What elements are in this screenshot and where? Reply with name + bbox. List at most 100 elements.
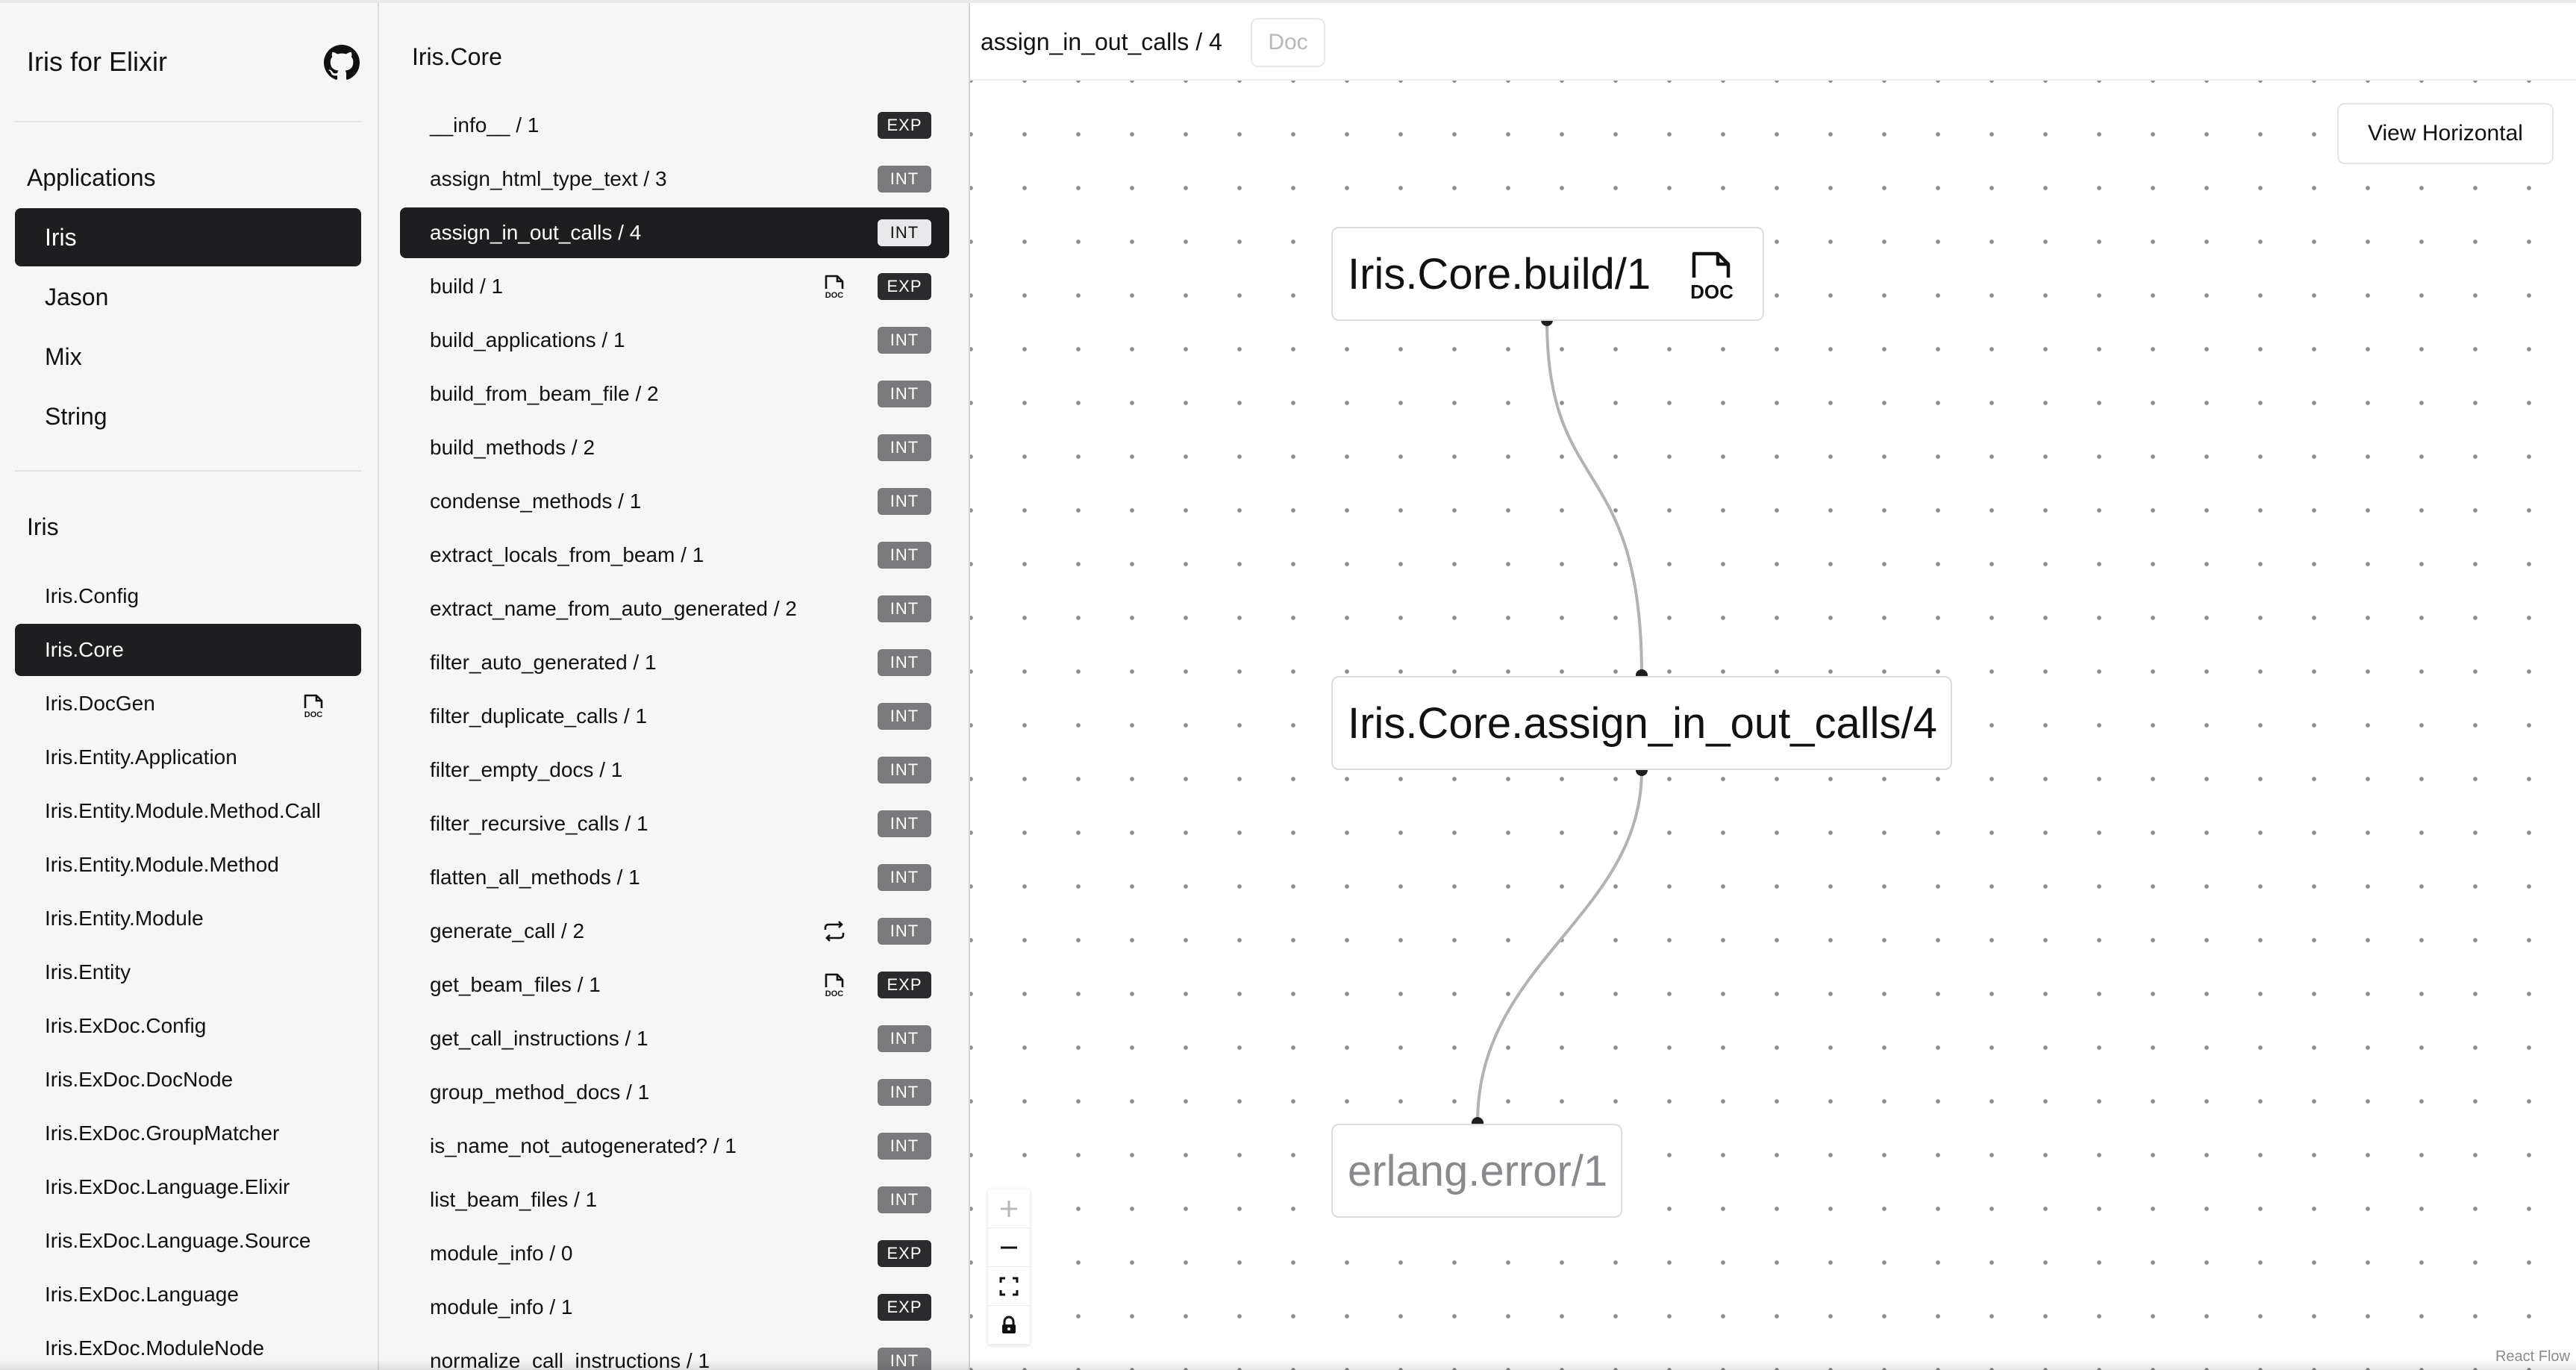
function-item-label: flatten_all_methods / 1 (430, 866, 640, 889)
lock-button[interactable] (988, 1306, 1030, 1345)
module-item[interactable]: Iris.Core (15, 624, 361, 676)
function-item-label: module_info / 0 (430, 1242, 573, 1265)
function-item-label: list_beam_files / 1 (430, 1188, 598, 1211)
node-label: Iris.Core.build/1 (1348, 249, 1651, 298)
node-callee[interactable]: erlang.error/1 (1331, 1124, 1622, 1218)
modules-heading: Iris (27, 513, 59, 540)
function-item[interactable]: module_info / 0 EXP (400, 1228, 949, 1279)
function-item[interactable]: build_methods / 2 INT (400, 422, 949, 473)
function-item-label: assign_html_type_text / 3 (430, 167, 667, 190)
zoom-in-button[interactable] (988, 1189, 1030, 1228)
doc-icon: DOC (825, 275, 844, 300)
internal-badge: INT (878, 434, 931, 461)
internal-badge: INT (878, 1186, 931, 1213)
module-item-label: Iris.Entity (45, 960, 131, 983)
application-item-label: Mix (45, 342, 82, 370)
application-item-string[interactable]: String (15, 387, 361, 445)
application-item-label: Jason (45, 283, 109, 310)
view-horizontal-button[interactable]: View Horizontal (2337, 103, 2554, 164)
svg-text:DOC: DOC (304, 710, 323, 719)
internal-badge: INT (878, 327, 931, 354)
exported-badge: EXP (878, 112, 931, 139)
node-label: Iris.Core.assign_in_out_calls/4 (1348, 698, 1937, 748)
function-item-label: build_methods / 2 (430, 436, 595, 459)
exported-badge: EXP (878, 1240, 931, 1267)
function-item-label: normalize_call_instructions / 1 (430, 1349, 710, 1370)
node-label: erlang.error/1 (1348, 1146, 1608, 1195)
edge-caller-to-current (1545, 319, 1643, 676)
module-item[interactable]: Iris.Entity.Module (15, 892, 361, 945)
internal-badge: INT (878, 649, 931, 676)
window-top-border (0, 0, 2576, 3)
module-item-label: Iris.Config (45, 584, 140, 607)
node-current[interactable]: Iris.Core.assign_in_out_calls/4 (1331, 676, 1952, 770)
node-caller[interactable]: Iris.Core.build/1 DOC (1331, 227, 1764, 321)
application-item-label: Iris (45, 223, 77, 251)
graph-header: assign_in_out_calls / 4 Doc (970, 3, 2576, 81)
sidebar-divider (15, 470, 361, 472)
module-item[interactable]: Iris.ExDoc.DocNode (15, 1054, 361, 1106)
doc-button[interactable]: Doc (1251, 18, 1325, 67)
module-item[interactable]: Iris.Config (15, 570, 361, 622)
module-item[interactable]: Iris.ExDoc.Language (15, 1269, 361, 1321)
bottom-shadow (0, 1360, 2576, 1370)
function-item[interactable]: list_beam_files / 1 INT (400, 1174, 949, 1225)
zoom-out-button[interactable] (988, 1228, 1030, 1267)
function-item-label: build_from_beam_file / 2 (430, 382, 659, 405)
function-item-label: generate_call / 2 (430, 919, 585, 942)
module-item[interactable]: Iris.ExDoc.Language.Source (15, 1215, 361, 1267)
function-item-label: extract_locals_from_beam / 1 (430, 543, 704, 566)
react-flow-attribution[interactable]: React Flow (2495, 1348, 2570, 1365)
internal-badge: INT (878, 918, 931, 945)
selected-function-title: assign_in_out_calls / 4 (981, 28, 1222, 55)
module-item-label: Iris.ExDoc.Language.Source (45, 1229, 311, 1252)
internal-badge: INT (878, 488, 931, 515)
module-item-label: Iris.ExDoc.GroupMatcher (45, 1122, 280, 1145)
flow-controls (988, 1189, 1030, 1345)
function-item-label: is_name_not_autogenerated? / 1 (430, 1134, 737, 1157)
github-icon[interactable] (324, 45, 360, 81)
function-item[interactable]: assign_html_type_text / 3 INT (400, 154, 949, 204)
module-item[interactable]: Iris.ExDoc.GroupMatcher (15, 1107, 361, 1160)
app-title: Iris for Elixir (27, 46, 167, 77)
application-item-mix[interactable]: Mix (15, 328, 361, 386)
module-item[interactable]: Iris.ExDoc.Config (15, 1000, 361, 1052)
doc-icon: DOC (825, 973, 844, 998)
doc-icon: DOC (1690, 251, 1734, 303)
application-item-jason[interactable]: Jason (15, 268, 361, 326)
module-item[interactable]: Iris.ExDoc.ModuleNode (15, 1322, 361, 1370)
graph-canvas[interactable]: View Horizontal Iris.Core.build/1 DOC Ir… (970, 81, 2576, 1370)
application-item-iris[interactable]: Iris (15, 208, 361, 266)
module-item[interactable]: Iris.Entity.Module.Method (15, 839, 361, 891)
module-item[interactable]: Iris.Entity.Application (15, 731, 361, 783)
function-item[interactable]: generate_call / 2 INT (400, 906, 949, 957)
function-item-label: filter_recursive_calls / 1 (430, 812, 648, 835)
module-item[interactable]: Iris.ExDoc.Language.Elixir (15, 1161, 361, 1213)
internal-badge: INT (878, 166, 931, 193)
module-item[interactable]: Iris.Entity.Module.Method.Call (15, 785, 361, 837)
module-item-label: Iris.ExDoc.Language.Elixir (45, 1175, 290, 1198)
fit-view-button[interactable] (988, 1267, 1030, 1306)
module-item[interactable]: Iris.Entity (15, 946, 361, 998)
